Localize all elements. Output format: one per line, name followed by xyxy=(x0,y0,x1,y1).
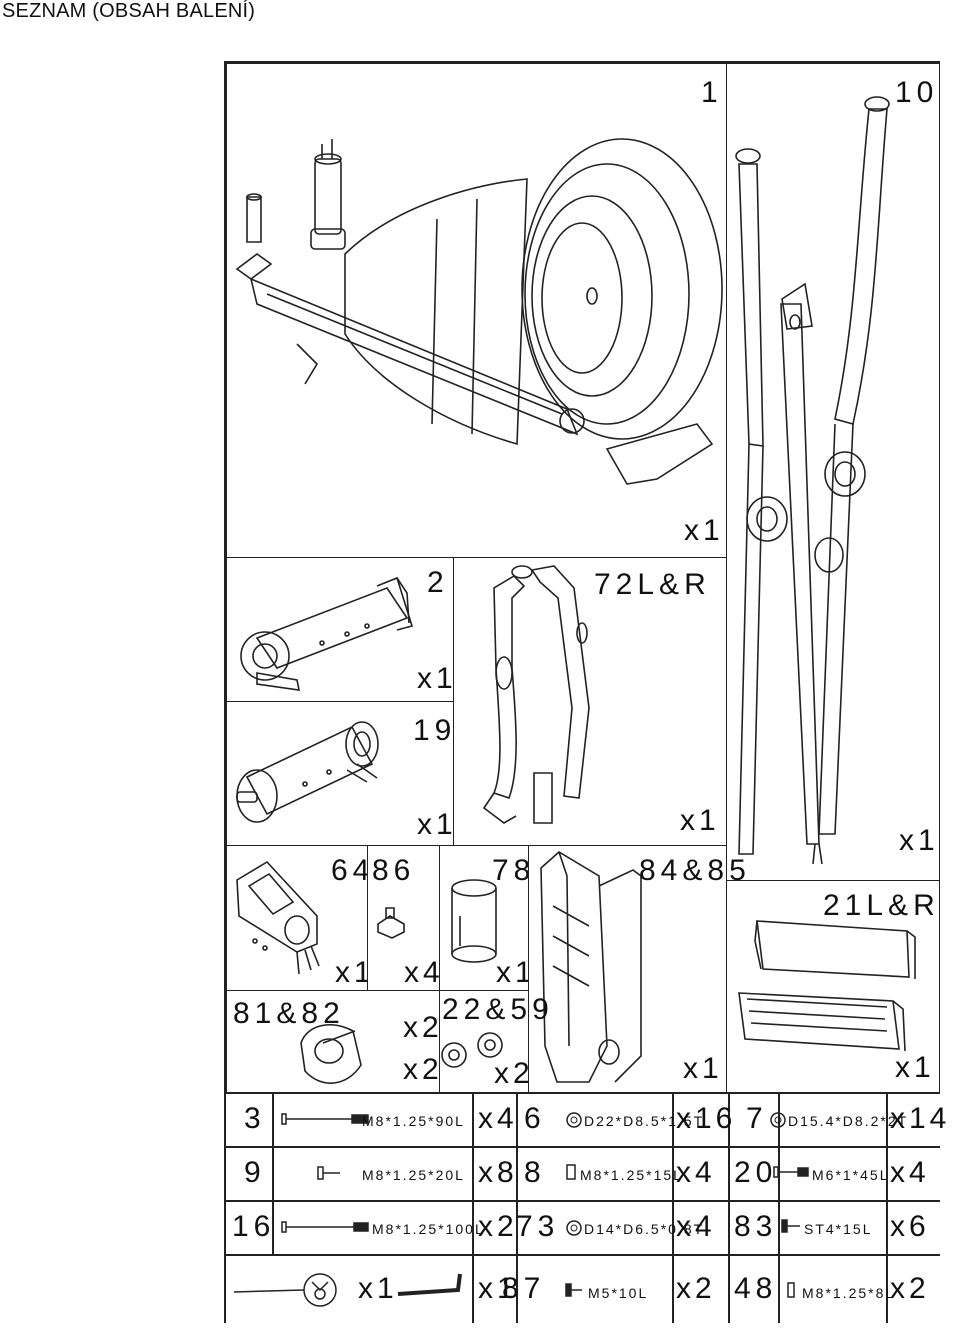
bolt-icon xyxy=(282,1110,372,1130)
bearing-illustration xyxy=(440,991,530,1094)
hardware-spec: M8*1.25*100L xyxy=(372,1221,485,1237)
hardware-quantity: x6 xyxy=(890,1210,930,1243)
hardware-spec: M5*10L xyxy=(588,1285,649,1301)
hardware-spec: D22*D8.5*1.5T xyxy=(584,1113,705,1129)
part-number: 81&82 xyxy=(233,997,345,1030)
part-quantity: x2 xyxy=(494,1057,534,1090)
console-illustration xyxy=(227,846,369,992)
part-quantity: x1 xyxy=(335,956,375,989)
hardware-table: 3 M8*1.25*90L x4 6 D22*D8.5*1.5T x16 7 D… xyxy=(226,1092,946,1323)
part-number: 78 xyxy=(492,854,536,887)
wrench-icon xyxy=(234,1270,344,1310)
hardware-number: 9 xyxy=(244,1156,266,1189)
page-title: SEZNAM (OBSAH BALENÍ) xyxy=(2,0,256,22)
part-84-cell: 84&85 x1 xyxy=(528,845,746,1094)
part-number: 2 xyxy=(427,566,449,599)
part-64-cell: 64 x1 xyxy=(226,845,371,992)
part-number: 1 xyxy=(701,76,723,109)
hardware-number: 20 xyxy=(734,1156,778,1189)
hardware-number: 87 xyxy=(502,1272,546,1305)
washer-icon xyxy=(770,1112,786,1128)
hardware-quantity: x8 xyxy=(478,1156,518,1189)
pedal-illustration xyxy=(727,881,941,1094)
hardware-number: 3 xyxy=(244,1102,266,1135)
washer-icon xyxy=(566,1220,582,1236)
part-number: 72L&R xyxy=(594,568,711,601)
part-quantity: x1 xyxy=(417,662,457,695)
hardware-spec: D14*D6.5*0.8T xyxy=(584,1221,705,1237)
part-number: 19 xyxy=(413,714,457,747)
hardware-quantity: x2 xyxy=(478,1210,518,1243)
bolt-icon xyxy=(566,1164,578,1180)
hardware-number: 6 xyxy=(524,1102,546,1135)
hardware-spec: M8*1.25*8L xyxy=(802,1285,896,1301)
hardware-quantity: x16 xyxy=(676,1102,737,1135)
hardware-number: 8 xyxy=(524,1156,546,1189)
hardware-quantity: x4 xyxy=(676,1210,716,1243)
part-number: 21L&R xyxy=(823,889,940,922)
hardware-quantity: x4 xyxy=(478,1102,518,1135)
hardware-number: 7 xyxy=(746,1102,768,1135)
screw-icon xyxy=(782,1218,802,1234)
handlebar-illustration xyxy=(727,64,941,882)
part-19-cell: 19 x1 xyxy=(226,701,454,846)
hardware-spec: M8*1.25*20L xyxy=(362,1167,465,1183)
small-clip-illustration xyxy=(368,846,441,992)
part-2-cell: 2 x1 xyxy=(226,557,454,702)
part-number: 86 xyxy=(372,854,416,887)
washer-icon xyxy=(566,1112,582,1128)
hardware-number: 16 xyxy=(232,1210,276,1243)
cover-illustration xyxy=(529,846,728,1094)
hardware-spec: M8*1.25*90L xyxy=(362,1113,465,1129)
rear-stabilizer-illustration xyxy=(227,702,455,847)
part-quantity: x1 xyxy=(895,1051,935,1084)
hardware-number: 73 xyxy=(516,1210,560,1243)
hardware-quantity: x4 xyxy=(676,1156,716,1189)
hardware-spec: M6*1*45L xyxy=(812,1167,890,1183)
part-86-cell: 86 x4 xyxy=(367,845,440,991)
hardware-quantity: x2 xyxy=(676,1272,716,1305)
part-number: 10 xyxy=(895,76,939,109)
part-quantity: x2 xyxy=(403,1011,443,1044)
pedal-arm-illustration xyxy=(454,558,728,847)
screw-icon xyxy=(566,1282,586,1298)
part-quantity: x1 xyxy=(496,956,536,989)
part-number: 64 xyxy=(331,854,375,887)
bolt-icon xyxy=(318,1164,342,1184)
part-quantity: x1 xyxy=(683,1052,723,1085)
part-quantity: x1 xyxy=(684,514,724,547)
part-22-cell: 22&59 x2 xyxy=(439,990,549,1094)
bolt-icon xyxy=(282,1218,372,1238)
hardware-spec: ST4*15L xyxy=(804,1221,873,1237)
hardware-quantity: x1 xyxy=(358,1272,398,1305)
bracket-illustration xyxy=(227,991,441,1094)
bolt-icon xyxy=(786,1282,798,1298)
part-1-cell: 1 x1 xyxy=(226,63,727,558)
part-10-cell: 10 x1 xyxy=(726,63,940,881)
bolt-icon xyxy=(774,1164,810,1180)
part-quantity: x2 xyxy=(403,1053,443,1086)
hardware-quantity: x4 xyxy=(890,1156,930,1189)
front-stabilizer-illustration xyxy=(227,558,455,703)
sleeve-illustration xyxy=(440,846,530,992)
hex-key-icon xyxy=(396,1272,468,1302)
part-quantity: x4 xyxy=(404,956,444,989)
part-78-cell: 78 x1 xyxy=(439,845,532,992)
hardware-number: 48 xyxy=(734,1272,778,1305)
hardware-spec: D15.4*D8.2*2T xyxy=(788,1113,909,1129)
hardware-number: 83 xyxy=(734,1210,778,1243)
part-72-cell: 72L&R x1 xyxy=(453,557,727,846)
hardware-quantity: x1 xyxy=(478,1272,518,1305)
part-quantity: x1 xyxy=(680,804,720,837)
part-21-cell: 21L&R x1 xyxy=(726,880,940,1093)
hardware-spec: M8*1.25*15L xyxy=(580,1167,683,1183)
parts-sheet: 1 x1 xyxy=(224,61,946,1323)
part-quantity: x1 xyxy=(899,824,939,857)
main-frame-illustration xyxy=(227,64,728,559)
part-quantity: x1 xyxy=(417,808,457,841)
hardware-quantity: x2 xyxy=(890,1272,930,1305)
part-number: 22&59 xyxy=(442,993,554,1026)
part-81-cell: 81&82 x2 x2 xyxy=(226,990,440,1093)
hardware-quantity: x14 xyxy=(890,1102,951,1135)
